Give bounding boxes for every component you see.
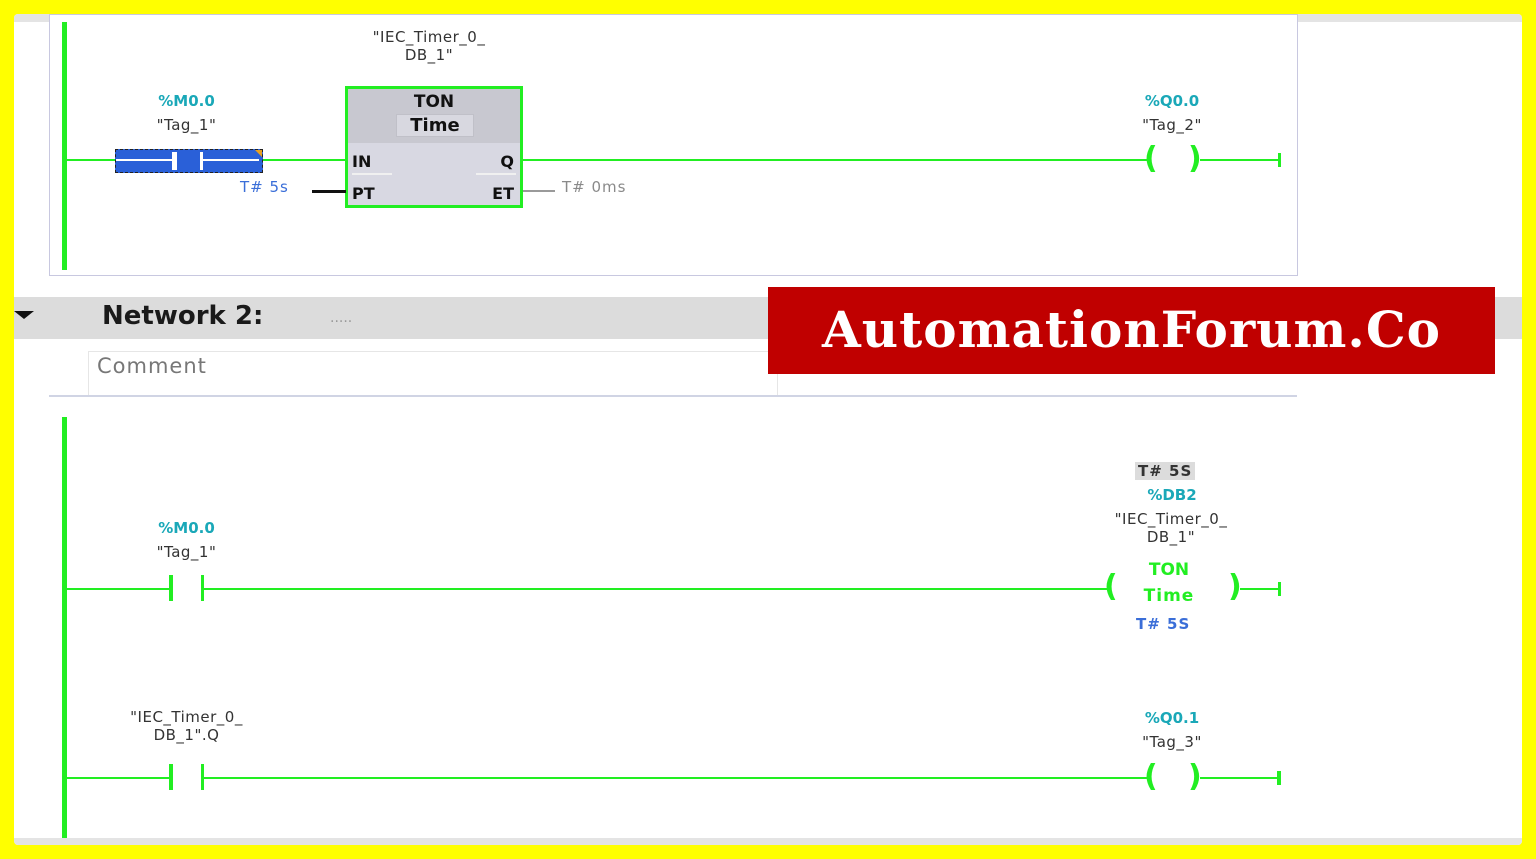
wire — [204, 777, 1149, 779]
coil-address: %Q0.0 — [1144, 92, 1200, 110]
pt-wire — [312, 190, 346, 193]
timer-coil-type: TON — [1148, 560, 1190, 580]
contact-address: %M0.0 — [158, 92, 215, 110]
timer-instance-label: "IEC_Timer_0_ DB_1" — [372, 28, 486, 64]
wire — [64, 159, 116, 161]
preset-highlight[interactable]: T# 5S — [1135, 462, 1196, 480]
contact-tag: "Tag_1" — [156, 116, 217, 134]
wire — [64, 777, 170, 779]
coil-tag: "Tag_3" — [1142, 733, 1202, 751]
watermark-banner: AutomationForum.Co — [768, 287, 1495, 374]
network-2-comment[interactable]: Comment — [88, 351, 778, 396]
et-value[interactable]: T# 0ms — [562, 178, 627, 196]
timer-coil-instance: "IEC_Timer_0_ DB_1" — [1114, 510, 1228, 546]
rung-end — [1277, 771, 1281, 785]
ton-subtype[interactable]: Time — [396, 114, 474, 137]
no-contact[interactable] — [169, 575, 209, 603]
power-rail-left — [62, 22, 67, 270]
no-contact-selected[interactable] — [115, 149, 263, 173]
coil-address: %Q0.1 — [1144, 709, 1200, 727]
wire — [1200, 777, 1280, 779]
network-2-title: Network 2: — [102, 301, 264, 331]
contact-address: %M0.0 — [158, 519, 215, 537]
pin-pt: PT — [352, 184, 375, 203]
et-wire — [523, 190, 555, 192]
pin-q: Q — [500, 152, 514, 171]
coil-tag: "Tag_2" — [1142, 116, 1202, 134]
timer-coil-preset[interactable]: T# 5S — [1136, 615, 1191, 633]
ton-timer-coil[interactable]: ( ) — [1104, 569, 1242, 604]
power-rail-left — [62, 417, 67, 838]
output-coil[interactable]: ( ) — [1144, 759, 1202, 794]
divider — [49, 395, 1297, 397]
contact-tag: "IEC_Timer_0_ DB_1".Q — [130, 708, 243, 744]
ton-type: TON — [413, 92, 455, 112]
wire — [263, 159, 347, 161]
collapse-triangle-icon[interactable] — [14, 311, 34, 319]
contact-tag: "Tag_1" — [156, 543, 217, 561]
wire — [204, 588, 1109, 590]
timer-coil-address: %DB2 — [1147, 486, 1197, 504]
network-2-title-field[interactable]: ..... — [330, 310, 353, 326]
pt-value[interactable]: T# 5s — [240, 178, 289, 196]
wire — [523, 159, 1149, 161]
wire — [64, 588, 170, 590]
output-coil[interactable]: ( ) — [1144, 141, 1202, 176]
timer-coil-subtype: Time — [1143, 586, 1195, 606]
wire — [1200, 159, 1280, 161]
network-1-area[interactable] — [49, 14, 1298, 276]
ton-timer-block[interactable]: TON Time IN Q PT ET — [345, 86, 523, 208]
pin-in: IN — [352, 152, 372, 171]
rung-end — [1278, 582, 1281, 596]
bottom-scroll-edge — [14, 838, 1522, 845]
pin-et: ET — [492, 184, 514, 203]
wire — [1240, 588, 1280, 590]
rung-end — [1278, 153, 1281, 167]
ladder-editor: "IEC_Timer_0_ DB_1" %M0.0 "Tag_1" TON Ti… — [14, 14, 1522, 845]
no-contact[interactable] — [169, 764, 209, 792]
